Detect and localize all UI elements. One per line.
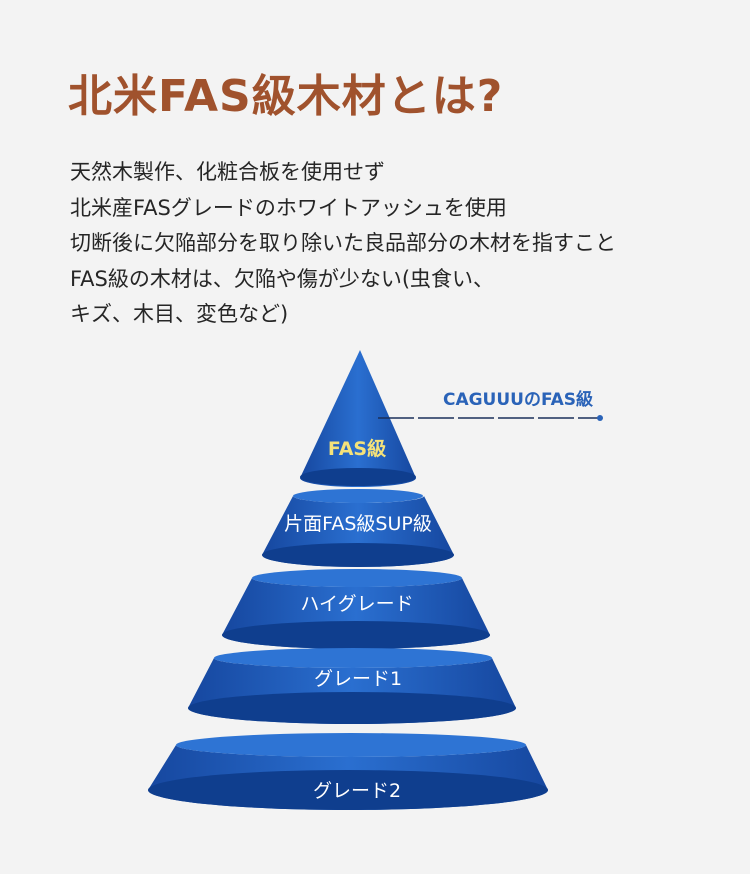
page-title: 北米FAS級木材とは?	[68, 71, 504, 122]
description-line: 切断後に欠陥部分を取り除いた良品部分の木材を指すこと	[70, 231, 616, 255]
pyramid-tier-fas: FAS級	[300, 350, 416, 487]
pyramid-tier-high: ハイグレード	[222, 569, 490, 649]
fas-callout: CAGUUUのFAS級	[378, 389, 603, 421]
description-line: FAS級の木材は、欠陥や傷が少ない(虫食い、	[70, 266, 495, 291]
tier-label-grade2: グレード2	[313, 780, 401, 802]
description-line: 天然木製作、化粧合板を使用せず	[70, 160, 385, 184]
tier-label-high: ハイグレード	[300, 593, 413, 615]
description-line: キズ、木目、変色など)	[70, 302, 289, 326]
pyramid-tier-grade2: グレード2	[148, 733, 548, 810]
pyramid-tier-grade1: グレード1	[188, 648, 516, 724]
callout-label: CAGUUUのFAS級	[443, 389, 593, 410]
tier-label-grade1: グレード1	[314, 668, 402, 690]
tier-label-sup: 片面FAS級SUP級	[284, 513, 432, 535]
description-line: 北米産FASグレードのホワイトアッシュを使用	[70, 195, 507, 220]
description-list: 天然木製作、化粧合板を使用せず 北米産FASグレードのホワイトアッシュを使用 切…	[70, 155, 730, 333]
tier-label-fas: FAS級	[328, 437, 386, 460]
pyramid-tier-sup: 片面FAS級SUP級	[262, 489, 454, 567]
